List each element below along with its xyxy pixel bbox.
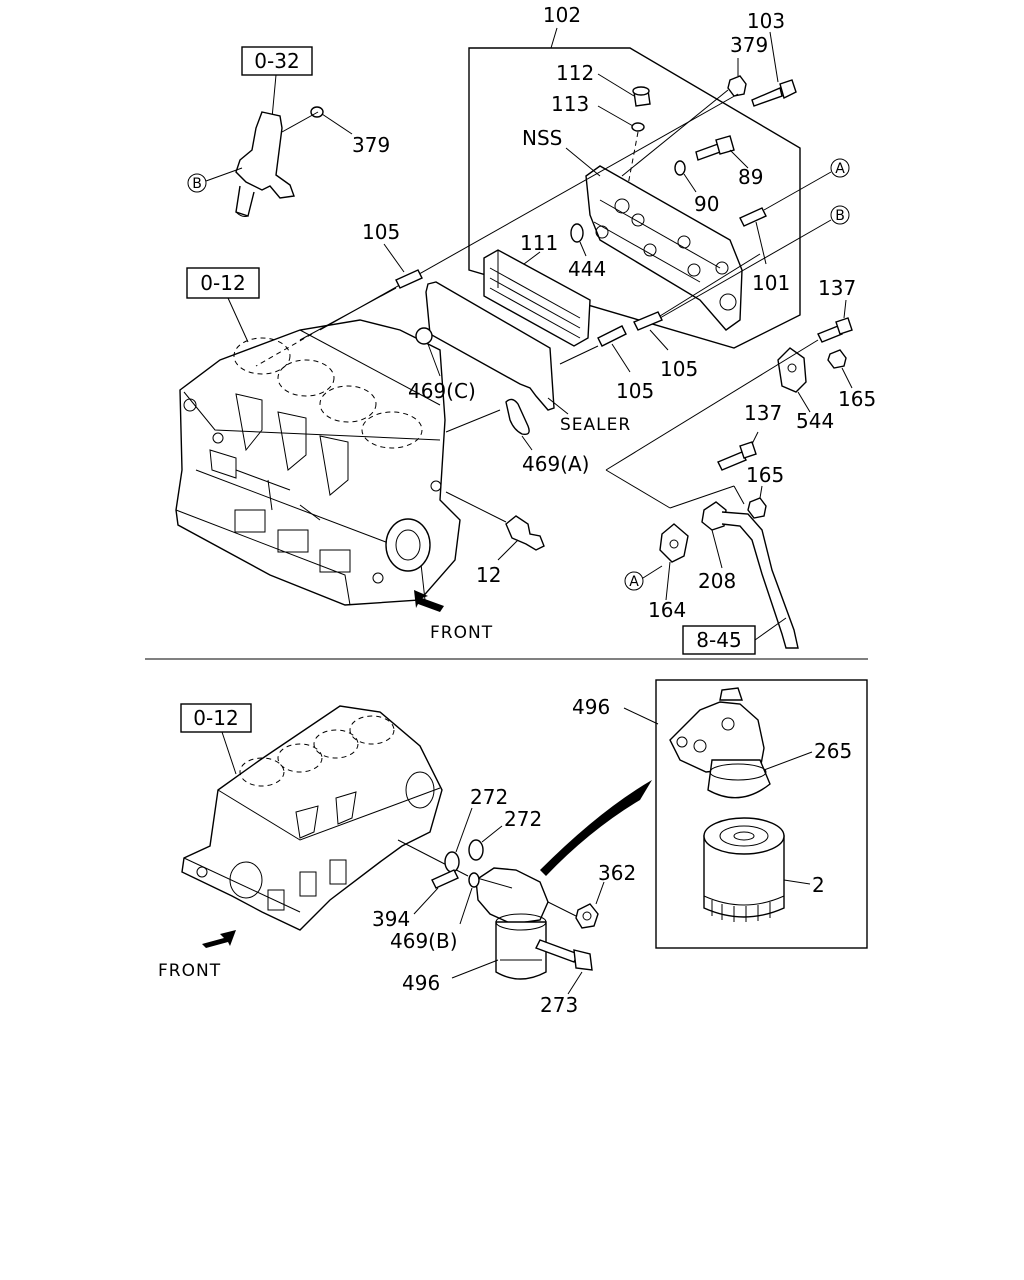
cylinder-block-bottom [181, 705, 443, 931]
oil-filter-cartridge-2 [703, 817, 785, 922]
stud-105-mid [633, 311, 663, 331]
svg-text:A: A [835, 161, 845, 177]
stud-101 [739, 207, 767, 227]
callout-496-top: 496 [572, 695, 610, 719]
callout-444: 444 [568, 257, 606, 281]
bolt-137-mid [717, 441, 757, 471]
svg-text:B: B [835, 208, 845, 224]
callout-273: 273 [540, 993, 578, 1017]
callout-105-mid: 105 [660, 357, 698, 381]
svg-text:B: B [192, 176, 202, 192]
callout-101: 101 [752, 271, 790, 295]
callout-137-right: 137 [818, 276, 856, 300]
front-arrow-bottom [202, 930, 236, 948]
callout-272-a: 272 [470, 785, 508, 809]
callout-nss: NSS [522, 126, 562, 150]
marker-b-left: B [187, 173, 207, 193]
front-arrow-top [414, 590, 444, 612]
callout-111: 111 [520, 231, 558, 255]
stud-105-upper [395, 269, 423, 289]
ref-label-0-32: 0-32 [254, 49, 299, 73]
callout-90: 90 [694, 192, 719, 216]
callout-469a: 469(A) [522, 452, 589, 476]
ref-label-0-12-bottom: 0-12 [193, 706, 238, 730]
gasket-164 [659, 523, 689, 563]
svg-text:A: A [629, 574, 639, 590]
callout-12: 12 [476, 563, 501, 587]
cooler-gasket [425, 281, 555, 411]
callout-89: 89 [738, 165, 763, 189]
cylinder-block-top [175, 319, 461, 606]
callout-379-upper: 379 [730, 33, 768, 57]
ref-label-0-12-top: 0-12 [200, 271, 245, 295]
o-ring-469a [505, 398, 530, 436]
washer-165-right [827, 349, 847, 369]
washer-165-mid [747, 497, 767, 519]
callout-469b: 469(B) [390, 929, 458, 953]
washer-379-upper [727, 75, 747, 97]
o-ring-469c [415, 327, 433, 345]
callout-102: 102 [543, 3, 581, 27]
bolt-137-right [817, 317, 853, 343]
oil-filter-assembly-small [475, 867, 549, 980]
o-ring-272-b [468, 839, 484, 861]
front-label-top: FRONT [430, 623, 493, 643]
drain-plug-112 [632, 86, 651, 107]
water-outlet-fitting [235, 111, 295, 217]
oil-pipe-208 [701, 501, 799, 649]
callout-272-b: 272 [504, 807, 542, 831]
callout-sealer: SEALER [560, 415, 631, 435]
ref-box-0-12-bottom: 0-12 [180, 703, 252, 733]
callout-265: 265 [814, 739, 852, 763]
o-ring-272-a [444, 851, 460, 873]
marker-a-left: A [624, 571, 644, 591]
callout-469c: 469(C) [408, 379, 476, 403]
callout-112: 112 [556, 61, 594, 85]
oil-pressure-switch-12 [505, 515, 545, 551]
callout-208: 208 [698, 569, 736, 593]
ref-box-0-32: 0-32 [241, 46, 313, 76]
callout-2: 2 [812, 873, 825, 897]
stud-105-low [597, 325, 627, 347]
marker-a-right: A [830, 158, 850, 178]
detail-box [655, 679, 868, 949]
callout-165-mid: 165 [746, 463, 784, 487]
callout-362: 362 [598, 861, 636, 885]
oil-cooler-element-111 [483, 249, 591, 347]
bolt-89 [695, 135, 735, 161]
washer-90 [674, 160, 686, 176]
o-ring-469b [468, 872, 480, 888]
callout-164: 164 [648, 598, 686, 622]
oil-cooler-cover [585, 165, 743, 331]
callout-544: 544 [796, 409, 834, 433]
front-label-bottom: FRONT [158, 961, 221, 981]
callout-105-upper: 105 [362, 220, 400, 244]
bolt-103 [751, 79, 797, 107]
ref-label-8-45: 8-45 [696, 628, 741, 652]
callout-103: 103 [747, 9, 785, 33]
callout-379-left: 379 [352, 133, 390, 157]
callout-165-right: 165 [838, 387, 876, 411]
o-ring-444 [570, 223, 584, 243]
ref-box-0-12-top: 0-12 [186, 267, 260, 299]
callout-137-mid: 137 [744, 401, 782, 425]
callout-394: 394 [372, 907, 410, 931]
callout-496-low: 496 [402, 971, 440, 995]
bolt-273 [535, 939, 593, 971]
oil-filter-head-496 [669, 687, 771, 799]
callout-113: 113 [551, 92, 589, 116]
oil-cooler-group-outline [468, 47, 801, 349]
washer-113 [631, 122, 645, 132]
nut-362 [575, 903, 599, 929]
detail-arrow [540, 780, 652, 876]
stud-394 [431, 869, 459, 889]
callout-105-low: 105 [616, 379, 654, 403]
flange-gasket-544 [777, 347, 807, 393]
marker-b-right: B [830, 205, 850, 225]
ref-box-8-45: 8-45 [682, 625, 756, 655]
